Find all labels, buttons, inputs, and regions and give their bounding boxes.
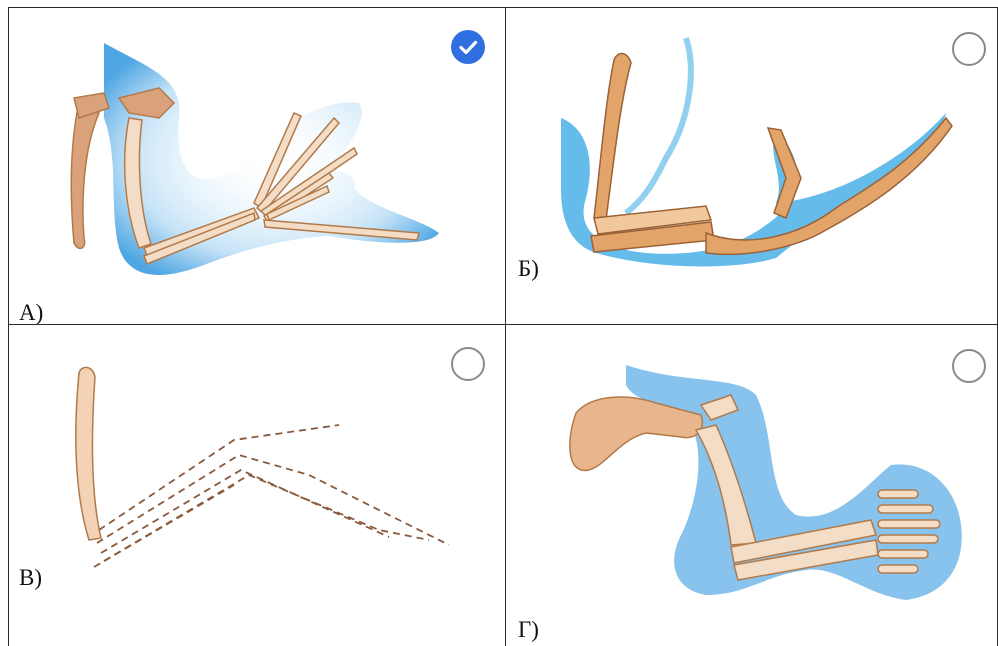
mole-limb-skeleton-image: [506, 8, 998, 325]
option-b-label: Б): [518, 256, 539, 282]
option-a-radio[interactable]: [451, 30, 485, 64]
incomplete-limb-skeleton-image: [9, 325, 505, 646]
flipper-skeleton-image: [506, 325, 998, 646]
bat-wing-skeleton-image: [9, 8, 505, 325]
option-d-card[interactable]: Г): [505, 325, 998, 646]
option-a-label: А): [19, 300, 43, 325]
option-b-radio[interactable]: [952, 32, 986, 66]
option-a-card[interactable]: А): [8, 7, 505, 325]
option-c-card[interactable]: В): [8, 325, 505, 646]
option-c-radio[interactable]: [451, 347, 485, 381]
option-c-label: В): [19, 565, 42, 591]
check-icon: [451, 30, 485, 64]
option-d-label: Г): [518, 617, 539, 643]
option-d-radio[interactable]: [952, 349, 986, 383]
option-b-card[interactable]: Б): [505, 7, 998, 325]
